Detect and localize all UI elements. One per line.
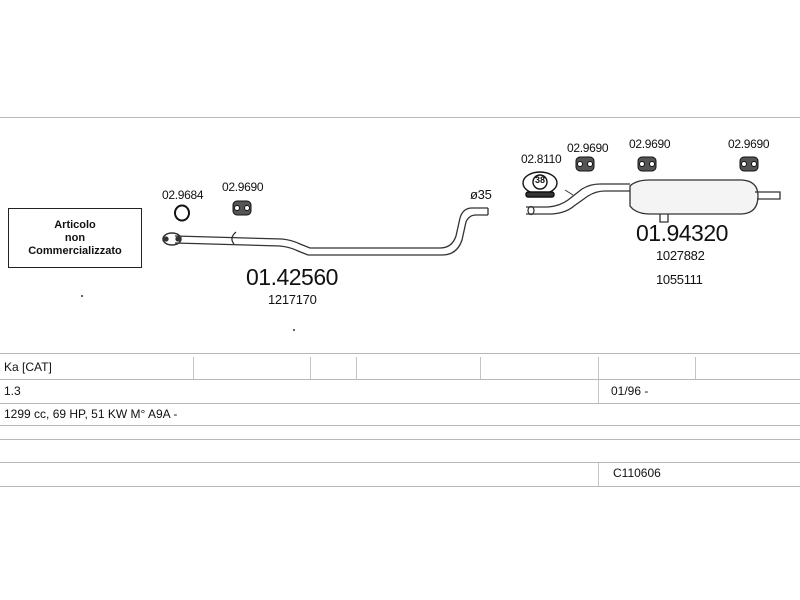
table-row-line bbox=[0, 425, 800, 426]
rubber-hanger-icon bbox=[575, 156, 595, 172]
production-years: 01/96 - bbox=[611, 384, 649, 398]
rear-pipe bbox=[526, 183, 630, 216]
diagram-bottom-border bbox=[0, 353, 800, 354]
catalog-code: C110606 bbox=[613, 466, 661, 480]
engine-details: 1299 cc, 69 HP, 51 KW M° A9A - bbox=[4, 407, 178, 421]
hanger-code-left[interactable]: 02.9690 bbox=[222, 180, 264, 194]
rear-silencer-code[interactable]: 01.94320 bbox=[636, 220, 728, 246]
hanger-code-r1[interactable]: 02.9690 bbox=[567, 141, 609, 155]
front-pipe-ref: 1217170 bbox=[268, 292, 317, 307]
clamp-code[interactable]: 02.8110 bbox=[521, 152, 562, 166]
table-divider bbox=[193, 357, 194, 379]
table-divider bbox=[480, 357, 481, 379]
hanger-code-r3[interactable]: 02.9690 bbox=[728, 137, 770, 151]
note-line-3: Commercializzato bbox=[28, 244, 122, 257]
rear-silencer bbox=[629, 179, 781, 223]
rubber-hanger-icon bbox=[739, 156, 759, 172]
front-pipe-code[interactable]: 01.42560 bbox=[246, 264, 338, 290]
engine-size: 1.3 bbox=[4, 384, 21, 398]
rear-silencer-ref-1: 1027882 bbox=[656, 248, 705, 263]
pipe-diameter-label: ø35 bbox=[470, 187, 492, 202]
vehicle-model: Ka [CAT] bbox=[4, 360, 52, 374]
hanger-code-r2[interactable]: 02.9690 bbox=[629, 137, 671, 151]
diagram-top-border bbox=[0, 117, 800, 118]
clamp-size-badge: 38 bbox=[535, 175, 546, 185]
note-line-2: non bbox=[64, 231, 86, 244]
table-divider bbox=[356, 357, 357, 379]
table-row-line bbox=[0, 486, 800, 487]
not-commercialized-note: Articolo non Commercializzato bbox=[8, 208, 142, 268]
table-divider bbox=[598, 462, 599, 486]
table-row-line bbox=[0, 403, 800, 404]
gasket-code[interactable]: 02.9684 bbox=[162, 188, 204, 202]
table-divider bbox=[695, 357, 696, 379]
rubber-hanger-icon bbox=[232, 200, 252, 216]
table-row-line bbox=[0, 379, 800, 380]
front-pipe bbox=[162, 207, 489, 256]
table-row-line bbox=[0, 439, 800, 440]
o-ring-gasket-icon bbox=[174, 204, 190, 222]
note-line-1: Articolo bbox=[54, 218, 96, 231]
table-divider bbox=[310, 357, 311, 379]
clamp-icon bbox=[522, 171, 558, 198]
table-row-line bbox=[0, 462, 800, 463]
table-divider bbox=[598, 357, 599, 403]
rubber-hanger-icon bbox=[637, 156, 657, 172]
rear-silencer-ref-2: 1055111 bbox=[656, 272, 703, 287]
